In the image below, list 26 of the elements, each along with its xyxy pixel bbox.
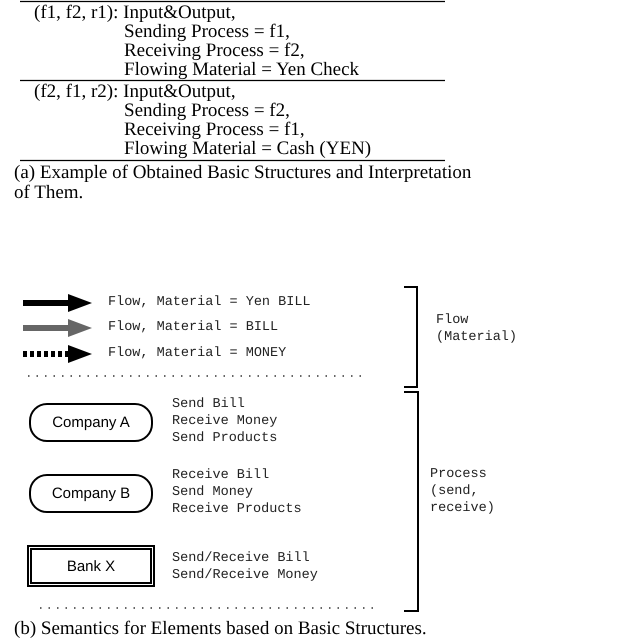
table-cell: Sending Process = f1, (124, 22, 290, 42)
table-cell: Flowing Material = Cash (YEN) (124, 139, 372, 159)
rounded-box: Company B (29, 474, 153, 513)
process-note: Receive Bill (172, 467, 270, 484)
group-label: Flow (Material) (436, 312, 516, 346)
figure-caption: (a) Example of Obtained Basic Structures and Interpretation of Them. (14, 163, 472, 203)
figure-caption: (b) Semantics for Elements based on Basic Structures. (14, 619, 427, 639)
double-border-box: Bank X (27, 545, 155, 587)
table-cell: Flowing Material = Yen Check (124, 60, 360, 80)
process-note: Send Products (172, 430, 278, 447)
table-cell: (f2, f1, r2): Input&Output, (34, 82, 236, 102)
table-cell: (f1, f2, r1): Input&Output, (34, 3, 236, 23)
process-note: Send Bill (172, 396, 245, 413)
table-cell: Receiving Process = f1, (124, 120, 305, 140)
process-note: Send/Receive Money (172, 567, 318, 584)
process-note: Send Money (172, 484, 254, 501)
legend-text: Flow, Material = BILL (108, 319, 278, 336)
process-note: Send/Receive Bill (172, 550, 310, 567)
group-label: Process (send, receive) (430, 466, 496, 517)
process-note: Receive Money (172, 413, 278, 430)
table-cell: Receiving Process = f2, (124, 41, 305, 61)
table-cell: Sending Process = f2, (124, 101, 290, 121)
legend-text: Flow, Material = MONEY (108, 345, 286, 362)
process-note: Receive Products (172, 501, 302, 518)
legend-text: Flow, Material = Yen BILL (108, 294, 311, 311)
rounded-box: Company A (29, 403, 153, 442)
